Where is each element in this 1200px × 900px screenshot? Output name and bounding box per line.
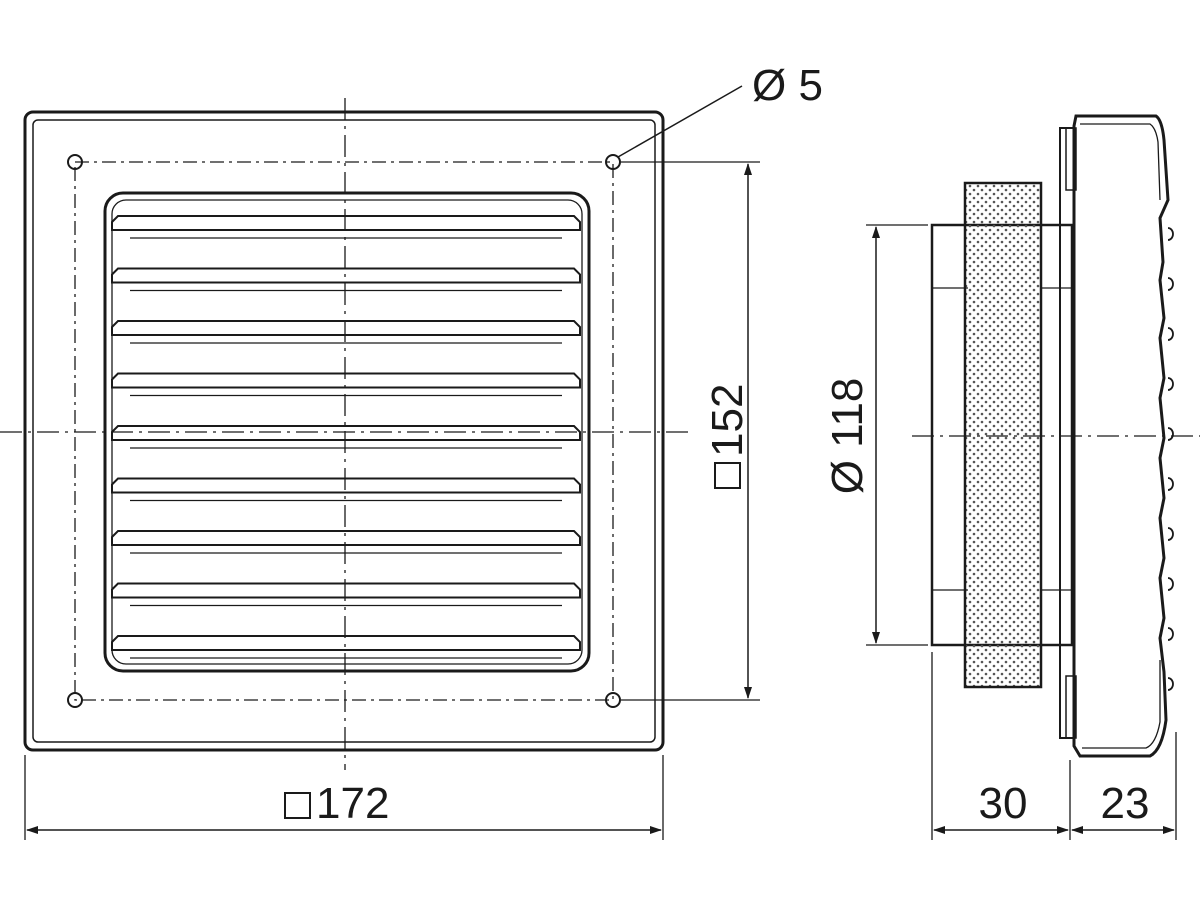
cover-rib [1167,577,1174,591]
cover-rib [1167,427,1174,441]
cover-rib [1167,227,1174,241]
mounting-hole [605,154,621,170]
louver-slat [111,635,581,651]
flange-clip-top [1065,127,1077,191]
square-symbol [284,792,311,819]
cover-rib [1167,677,1174,691]
pitch-dimension-label-group: 152 [703,384,752,489]
mounting-hole [67,692,83,708]
flange-clip-bottom [1065,675,1077,739]
hole-diameter-leader [617,85,743,158]
outer-frame [23,110,665,752]
outer-frame-inner-edge [32,119,656,743]
mounting-holes [67,154,621,708]
front-cover [1072,114,1170,758]
louver-slat [111,425,581,441]
cover-ribs [1167,227,1174,691]
cover-rib [1167,377,1174,391]
depth-cover-label: 23 [1101,779,1150,828]
spigot-dimension-label: Ø 118 [823,378,872,495]
cover-rib [1167,527,1174,541]
louver-slat [111,477,581,494]
overall-dimension-label: 172 [316,779,389,828]
louver-slat [111,530,581,546]
pitch-dimension-label: 152 [703,384,752,457]
front-view: Ø 5 152 172 [0,61,823,840]
side-view: Ø 118 30 23 [823,114,1200,840]
cover-rib [1167,627,1174,641]
cover-rib [1167,277,1174,291]
louver-slat [111,582,581,599]
cover-rib [1167,477,1174,491]
louver-slat [111,267,581,284]
square-symbol [714,462,741,489]
louver-slats [111,215,581,659]
hole-diameter-label: Ø 5 [752,61,823,110]
mounting-pitch-outline [74,161,614,701]
front-cover-inner-edge [1080,123,1161,749]
depth-filter-label: 30 [979,779,1028,828]
louver-slat [111,372,581,389]
filter-pad [963,181,1043,689]
louver-slat [111,215,581,231]
louver-slat [111,320,581,336]
mounting-hole [605,692,621,708]
cover-rib [1167,327,1174,341]
mounting-hole [67,154,83,170]
